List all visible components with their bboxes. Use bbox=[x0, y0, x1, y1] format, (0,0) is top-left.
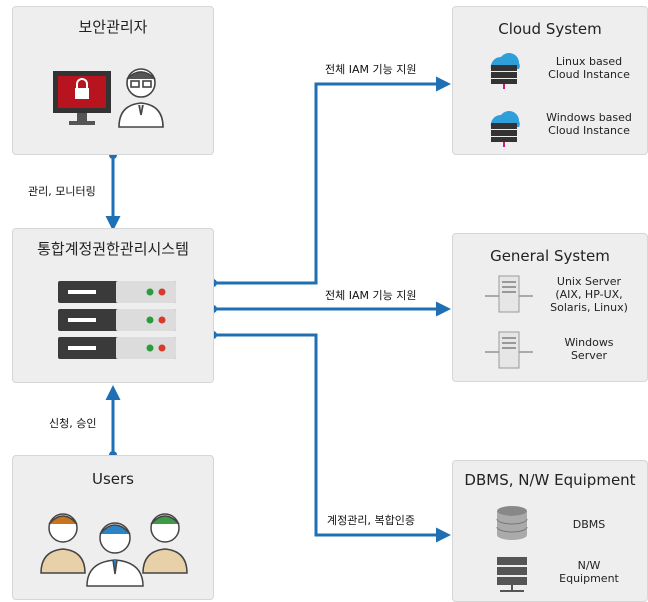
iam-to-cloud-arrow bbox=[213, 76, 451, 285]
general-system-title: General System bbox=[490, 247, 610, 265]
general-item-label: Windows Server bbox=[564, 336, 614, 362]
server-rack-icon bbox=[58, 281, 176, 359]
security-admin-title: 보안관리자 bbox=[78, 18, 148, 36]
dbms-item-label: DBMS bbox=[572, 518, 606, 531]
edge-label-users: 신청, 승인 bbox=[49, 417, 97, 430]
dbms-item-label: N/W Equipment bbox=[559, 559, 619, 585]
database-icon bbox=[496, 506, 528, 540]
cloud-item-label: Linux based Cloud Instance bbox=[548, 55, 630, 81]
network-device-icon bbox=[497, 557, 527, 592]
edge-label-admin: 관리, 모니터링 bbox=[28, 185, 96, 198]
users-box: Users bbox=[12, 455, 214, 600]
dbms-title: DBMS, N/W Equipment bbox=[464, 471, 636, 489]
admin-person-icon bbox=[118, 68, 164, 128]
cloud-system-title: Cloud System bbox=[498, 20, 602, 38]
user-group-icon bbox=[40, 513, 188, 587]
security-admin-box: 보안관리자 bbox=[12, 6, 214, 155]
iam-to-dbms-arrow bbox=[213, 333, 451, 543]
cloud-server-icon bbox=[490, 53, 520, 89]
cloud-item-label: Windows based Cloud Instance bbox=[546, 111, 632, 137]
edge-label-general: 전체 IAM 기능 지원 bbox=[325, 289, 417, 302]
edge-label-cloud: 전체 IAM 기능 지원 bbox=[325, 63, 417, 76]
cloud-system-box: Cloud System Linux based Cloud Instance … bbox=[452, 6, 648, 155]
tower-server-icon bbox=[485, 275, 533, 313]
edge-label-dbms: 계정관리, 복합인증 bbox=[327, 514, 415, 527]
dbms-box: DBMS, N/W Equipment DBMS N/W Equipment bbox=[452, 460, 648, 602]
general-system-box: General System Unix Server (AIX, HP-UX, … bbox=[452, 233, 648, 382]
iam-system-title: 통합계정권한관리시스템 bbox=[37, 240, 189, 258]
tower-server-icon bbox=[485, 331, 533, 369]
general-item-label: Unix Server (AIX, HP-UX, Solaris, Linux) bbox=[550, 275, 628, 314]
iam-system-box: 통합계정권한관리시스템 bbox=[12, 228, 214, 383]
monitor-lock-icon bbox=[53, 71, 111, 125]
cloud-server-icon bbox=[490, 111, 520, 147]
users-title: Users bbox=[91, 470, 134, 488]
admin-icons bbox=[53, 68, 164, 128]
